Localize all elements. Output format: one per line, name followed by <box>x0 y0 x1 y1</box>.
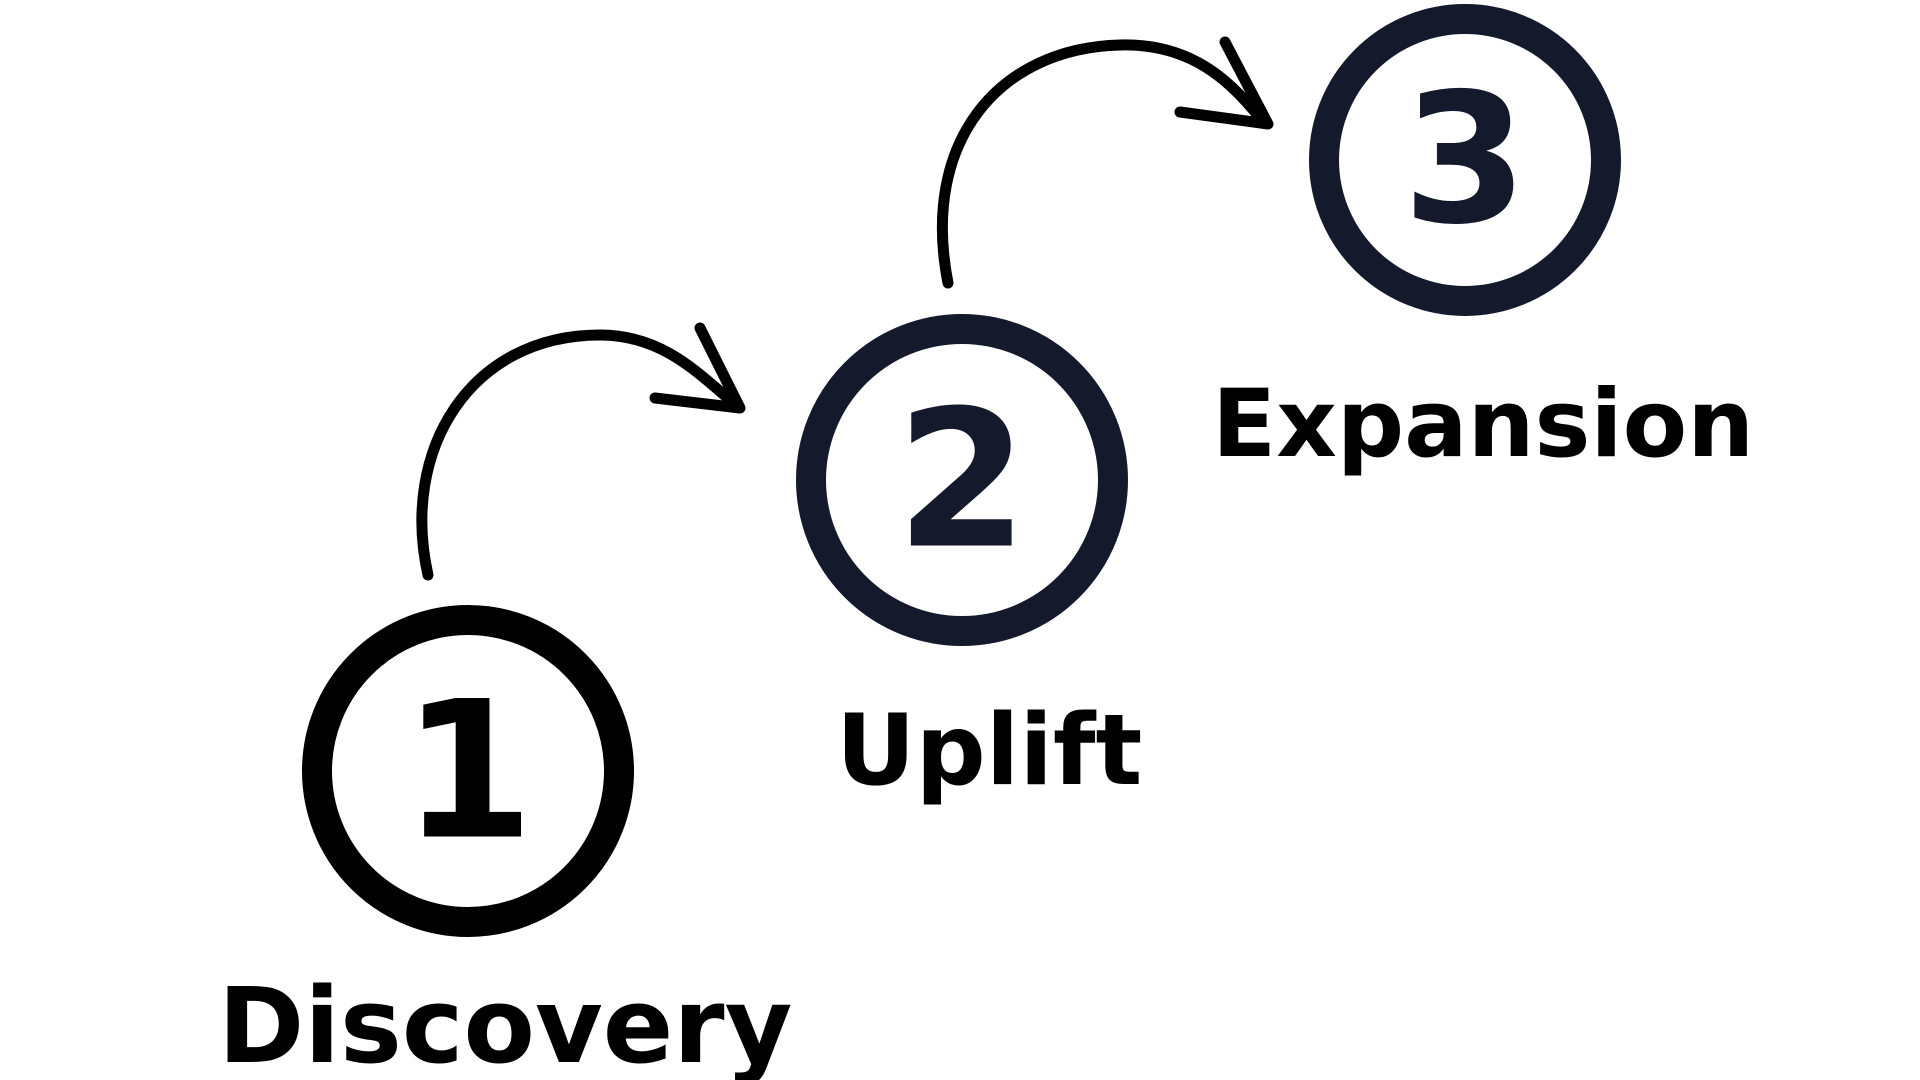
step-1-label: Discovery <box>218 965 792 1080</box>
step-2: 2 Uplift <box>796 314 1142 808</box>
step-2-label: Uplift <box>836 694 1142 808</box>
step-1: 1 Discovery <box>218 605 792 1080</box>
arrow-2-to-3-curve <box>936 39 1266 289</box>
step-1-number: 1 <box>402 661 534 882</box>
step-1-circle <box>302 605 634 937</box>
step-3: 3 Expansion <box>1212 4 1754 479</box>
arrow-2-to-3-head <box>1174 36 1274 130</box>
step-2-circle <box>796 314 1128 646</box>
step-2-number: 2 <box>896 370 1028 591</box>
arrow-2-to-3 <box>936 36 1274 289</box>
step-3-number: 3 <box>1402 56 1527 265</box>
arrow-1-to-2-curve <box>416 329 736 581</box>
step-3-circle <box>1309 4 1621 316</box>
step-3-label: Expansion <box>1212 370 1754 479</box>
arrow-1-to-2 <box>416 322 746 581</box>
arrow-1-to-2-head <box>649 322 746 414</box>
